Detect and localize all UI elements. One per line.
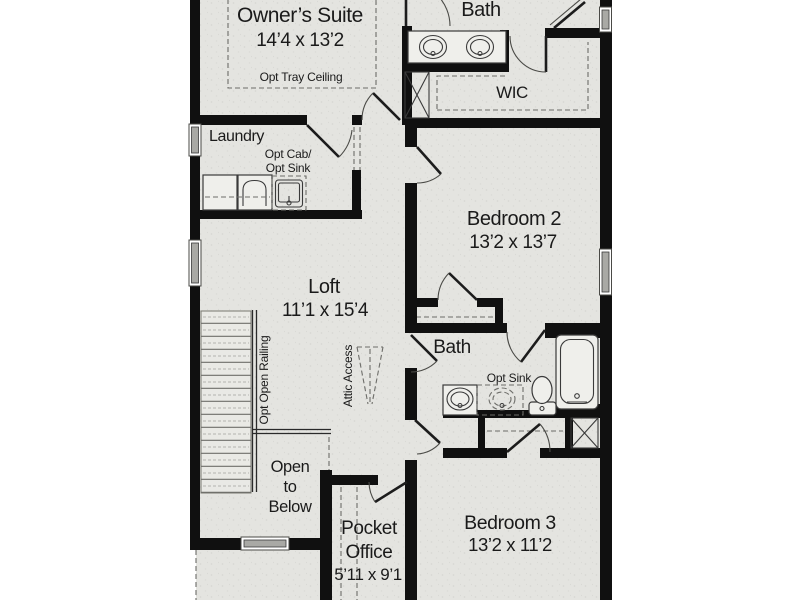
window <box>599 6 612 33</box>
room-dims-pocket-office: 5’11 x 9’1 <box>334 565 402 584</box>
room-label-bedroom3: Bedroom 3 <box>464 512 556 534</box>
attic-access-hatch <box>356 346 384 405</box>
note-opt-sink-bath: Opt Sink <box>487 371 533 385</box>
bath-middle-vanity <box>442 384 524 416</box>
room-dims-bedroom2: 13’2 x 13’7 <box>469 232 557 253</box>
faucet-icon <box>457 402 463 409</box>
door-wic <box>509 35 548 73</box>
room-label-laundry: Laundry <box>209 128 264 145</box>
room-label-owners-suite: Owner’s Suite <box>237 4 363 27</box>
bathtub <box>555 334 599 410</box>
window <box>188 239 202 287</box>
optional-sink <box>488 387 516 411</box>
note-tray-ceiling: Opt Tray Ceiling <box>260 70 343 84</box>
label-open-to-below-2: to <box>284 478 297 496</box>
door-bath-middle <box>410 334 438 373</box>
windows <box>188 6 612 551</box>
doors <box>306 0 586 504</box>
note-opt-sink-laundry: Opt Sink <box>266 161 312 175</box>
washer-dryer <box>202 174 273 211</box>
door-bedroom3 <box>414 419 441 455</box>
room-label-bath-middle: Bath <box>433 337 471 358</box>
note-attic-access: Attic Access <box>341 345 355 407</box>
bath-top-vanity <box>407 30 507 64</box>
room-dims-bedroom3: 13’2 x 11’2 <box>468 534 552 555</box>
door-pocket-office <box>368 480 408 504</box>
toilet <box>528 375 557 416</box>
note-opt-open-railing: Opt Open Railing <box>257 336 271 425</box>
room-label-loft: Loft <box>308 276 341 298</box>
door-laundry <box>306 124 353 158</box>
door-bedroom3-closet <box>506 423 551 453</box>
door-bath-top <box>404 0 451 27</box>
door-entry-top-right <box>549 0 586 29</box>
staircase <box>200 310 331 494</box>
door-owners-suite <box>361 92 401 121</box>
window <box>599 248 612 296</box>
wic-shelving <box>436 42 589 111</box>
faucet-icon <box>574 393 580 399</box>
door-bath-middle-inner <box>506 329 547 363</box>
door-bedroom2-closet <box>437 272 478 301</box>
room-label-bedroom2: Bedroom 2 <box>467 208 562 230</box>
floor-area <box>196 0 606 600</box>
chase-box <box>404 71 430 119</box>
labels: Owner’s Suite 14’4 x 13’2 Opt Tray Ceili… <box>209 0 562 584</box>
label-open-to-below-3: Below <box>269 498 312 516</box>
room-label-bath-top: Bath <box>461 0 501 21</box>
label-open-to-below-1: Open <box>271 458 310 476</box>
dashed-details <box>195 0 589 600</box>
faucet-icon <box>477 50 483 57</box>
laundry-sink <box>271 175 307 211</box>
room-dims-loft: 11’1 x 15’4 <box>282 300 369 321</box>
faucet-icon <box>430 50 436 57</box>
note-opt-cab: Opt Cab/ <box>265 147 312 161</box>
window <box>240 536 290 551</box>
room-label-pocket-office-1: Pocket <box>341 518 398 539</box>
tray-ceiling-outline <box>227 0 377 89</box>
room-dims-owners-suite: 14’4 x 13’2 <box>256 30 344 51</box>
linen-closet <box>570 417 599 449</box>
window <box>188 123 202 157</box>
room-label-pocket-office-2: Office <box>346 542 393 563</box>
room-label-wic: WIC <box>496 83 528 102</box>
door-bedroom2 <box>416 146 442 184</box>
